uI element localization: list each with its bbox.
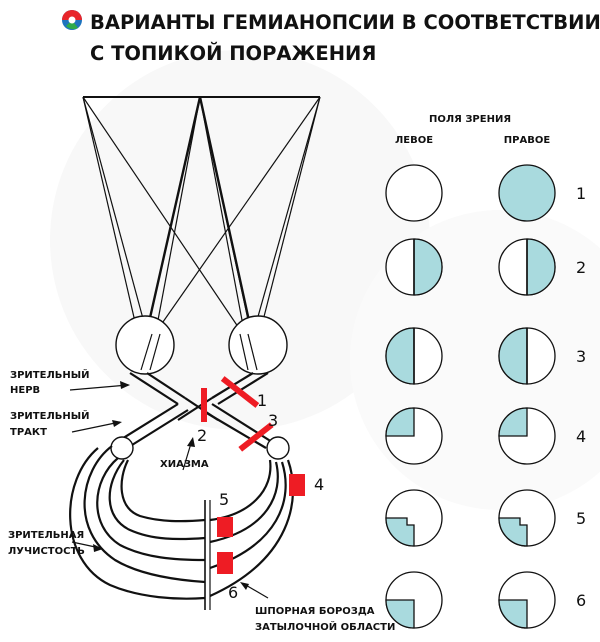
visual-fields: 1 2 3 4 5 6: [385, 164, 586, 629]
field-row-number-3: 3: [576, 347, 586, 366]
lesion-number-5: 5: [219, 490, 229, 509]
left-geniculate: [110, 436, 134, 460]
label-optic-nerve-1: ЗРИТЕЛЬНЫЙ: [10, 368, 89, 381]
field-left-6: [385, 571, 443, 629]
right-geniculate: [266, 436, 290, 460]
field-left-4: [385, 407, 443, 465]
lesion-4: [289, 474, 305, 496]
title-line-2: С ТОПИКОЙ ПОРАЖЕНИЯ: [90, 42, 376, 65]
field-right-5: [498, 489, 556, 547]
field-row-number-1: 1: [576, 184, 586, 203]
lesions: [201, 376, 305, 574]
label-optic-nerve-2: НЕРВ: [10, 385, 40, 396]
field-right-4: [498, 407, 556, 465]
field-row-number-2: 2: [576, 258, 586, 277]
field-left-5: [385, 489, 443, 547]
field-left-2: [385, 238, 443, 296]
label-chiasm: ХИАЗМА: [160, 459, 209, 470]
lesion-2: [201, 388, 207, 422]
logo-icon: [62, 10, 82, 30]
optic-radiation-left: [69, 445, 206, 600]
label-sulcus-2: ЗАТЫЛОЧНОЙ ОБЛАСТИ: [255, 620, 395, 633]
lesion-5: [217, 517, 233, 537]
field-row-number-6: 6: [576, 591, 586, 610]
label-radiation-2: ЛУЧИСТОСТЬ: [8, 546, 85, 557]
field-right-2: [498, 238, 556, 296]
right-eye: [228, 315, 288, 375]
field-right-6: [498, 571, 556, 629]
label-optic-tract-1: ЗРИТЕЛЬНЫЙ: [10, 409, 89, 422]
lesion-6: [217, 552, 233, 574]
field-row-number-4: 4: [576, 427, 586, 446]
lesion-number-6: 6: [228, 583, 238, 602]
lesion-number-3: 3: [268, 411, 278, 430]
field-right-3: [498, 327, 556, 385]
label-radiation-1: ЗРИТЕЛЬНАЯ: [8, 530, 84, 541]
fields-left-label: ЛЕВОЕ: [395, 135, 433, 146]
label-optic-tract-2: ТРАКТ: [10, 427, 47, 438]
lesion-number-4: 4: [314, 475, 324, 494]
title-line-1: ВАРИАНТЫ ГЕМИАНОПСИИ В СООТВЕТСТВИИ: [90, 11, 600, 34]
field-right-1: [498, 164, 556, 222]
field-left-3: [385, 327, 443, 385]
field-left-1: [385, 164, 443, 222]
left-eye: [115, 315, 175, 375]
lesion-number-2: 2: [197, 426, 207, 445]
lesion-3: [238, 422, 274, 452]
label-sulcus-1: ШПОРНАЯ БОРОЗДА: [255, 606, 375, 617]
lesion-1: [220, 376, 260, 408]
fields-right-label: ПРАВОЕ: [504, 135, 551, 146]
field-row-number-5: 5: [576, 509, 586, 528]
fields-header: ПОЛЯ ЗРЕНИЯ: [429, 114, 511, 125]
visual-pathway: [69, 96, 321, 610]
lesion-number-1: 1: [257, 391, 267, 410]
